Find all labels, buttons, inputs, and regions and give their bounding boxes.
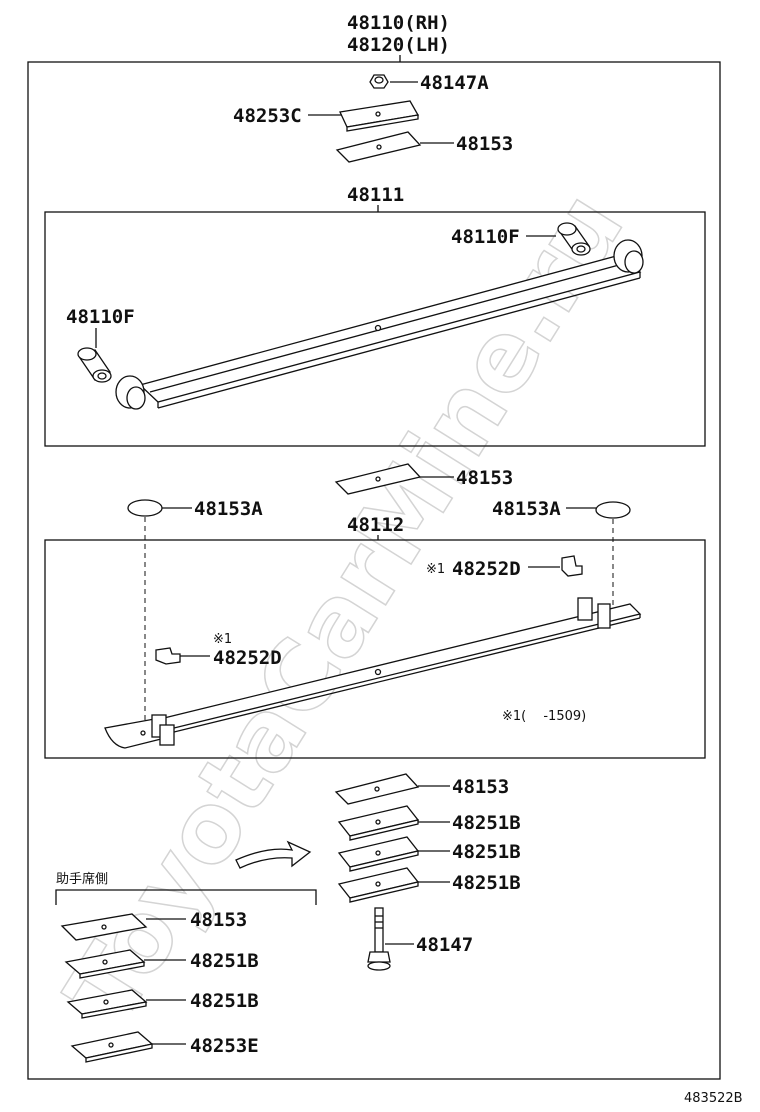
clip-48252d-right-icon[interactable] — [561, 555, 583, 577]
subgroup-title: 助手席側 — [56, 871, 108, 887]
outer-frame — [27, 61, 721, 1080]
part-label-48147a[interactable]: 48147A — [420, 72, 489, 94]
cap-48153a-left-icon[interactable] — [127, 499, 163, 517]
nut-48147a-icon[interactable] — [369, 74, 389, 89]
part-label-48252d-right[interactable]: 48252D — [452, 558, 521, 580]
part-label-48153a-left[interactable]: 48153A — [194, 498, 263, 520]
spacer-48251b-sub1-icon[interactable] — [64, 949, 146, 979]
part-label-48110f-right[interactable]: 48110F — [451, 226, 520, 248]
part-label-48153-low[interactable]: 48153 — [452, 776, 509, 798]
assembly-number-lh: 48120(LH) — [347, 34, 450, 56]
part-label-48112[interactable]: 48112 — [347, 514, 404, 536]
pad-48153-top-icon[interactable] — [335, 131, 422, 163]
footnote: ※1( -1509) — [502, 709, 586, 724]
main-leaf-48111-icon[interactable] — [115, 239, 644, 410]
part-label-48251b-1[interactable]: 48251B — [452, 812, 521, 834]
part-label-48153-mid[interactable]: 48153 — [456, 467, 513, 489]
spacer-48251b-3-icon[interactable] — [337, 867, 420, 903]
watermark: ToyotaCarMine.ru — [45, 173, 646, 1042]
arrow-icon — [235, 840, 312, 869]
bushing-48110f-right-icon[interactable] — [557, 222, 591, 256]
part-label-48253c[interactable]: 48253C — [233, 105, 302, 127]
subgroup-bracket — [55, 889, 317, 905]
part-label-48253e[interactable]: 48253E — [190, 1035, 259, 1057]
pad-48153-low-icon[interactable] — [334, 773, 420, 805]
note-mark-right: ※1 — [426, 562, 445, 577]
note-mark-left: ※1 — [213, 632, 232, 647]
part-label-48153a-right[interactable]: 48153A — [492, 498, 561, 520]
pad-48153-sub-icon[interactable] — [60, 913, 148, 941]
part-label-48147[interactable]: 48147 — [416, 934, 473, 956]
leaf-48111-frame — [44, 211, 706, 447]
part-label-48252d-left[interactable]: 48252D — [213, 647, 282, 669]
plate-48253c-icon[interactable] — [339, 100, 420, 132]
helper-leaf-48112-icon[interactable] — [104, 597, 642, 749]
part-label-48251b-3[interactable]: 48251B — [452, 872, 521, 894]
center-bolt-48147-icon[interactable] — [367, 907, 391, 971]
assembly-number-rh: 48110(RH) — [347, 12, 450, 34]
part-label-48251b-sub2[interactable]: 48251B — [190, 990, 259, 1012]
cap-48153a-right-icon[interactable] — [595, 501, 631, 519]
part-label-48251b-sub1[interactable]: 48251B — [190, 950, 259, 972]
bushing-48110f-left-icon[interactable] — [77, 347, 112, 383]
part-label-48110f-left[interactable]: 48110F — [66, 306, 135, 328]
diagram-id: 483522B — [684, 1091, 743, 1106]
part-label-48111[interactable]: 48111 — [347, 184, 404, 206]
clip-48252d-left-icon[interactable] — [155, 647, 181, 665]
part-label-48153-sub[interactable]: 48153 — [190, 909, 247, 931]
spacer-48251b-2-icon[interactable] — [337, 836, 420, 872]
leaf-48112-frame — [44, 539, 706, 759]
spacer-48251b-1-icon[interactable] — [337, 805, 420, 841]
plate-48253e-icon[interactable] — [70, 1031, 154, 1063]
part-label-48251b-2[interactable]: 48251B — [452, 841, 521, 863]
spacer-48251b-sub2-icon[interactable] — [66, 989, 148, 1019]
part-label-48153-top[interactable]: 48153 — [456, 133, 513, 155]
